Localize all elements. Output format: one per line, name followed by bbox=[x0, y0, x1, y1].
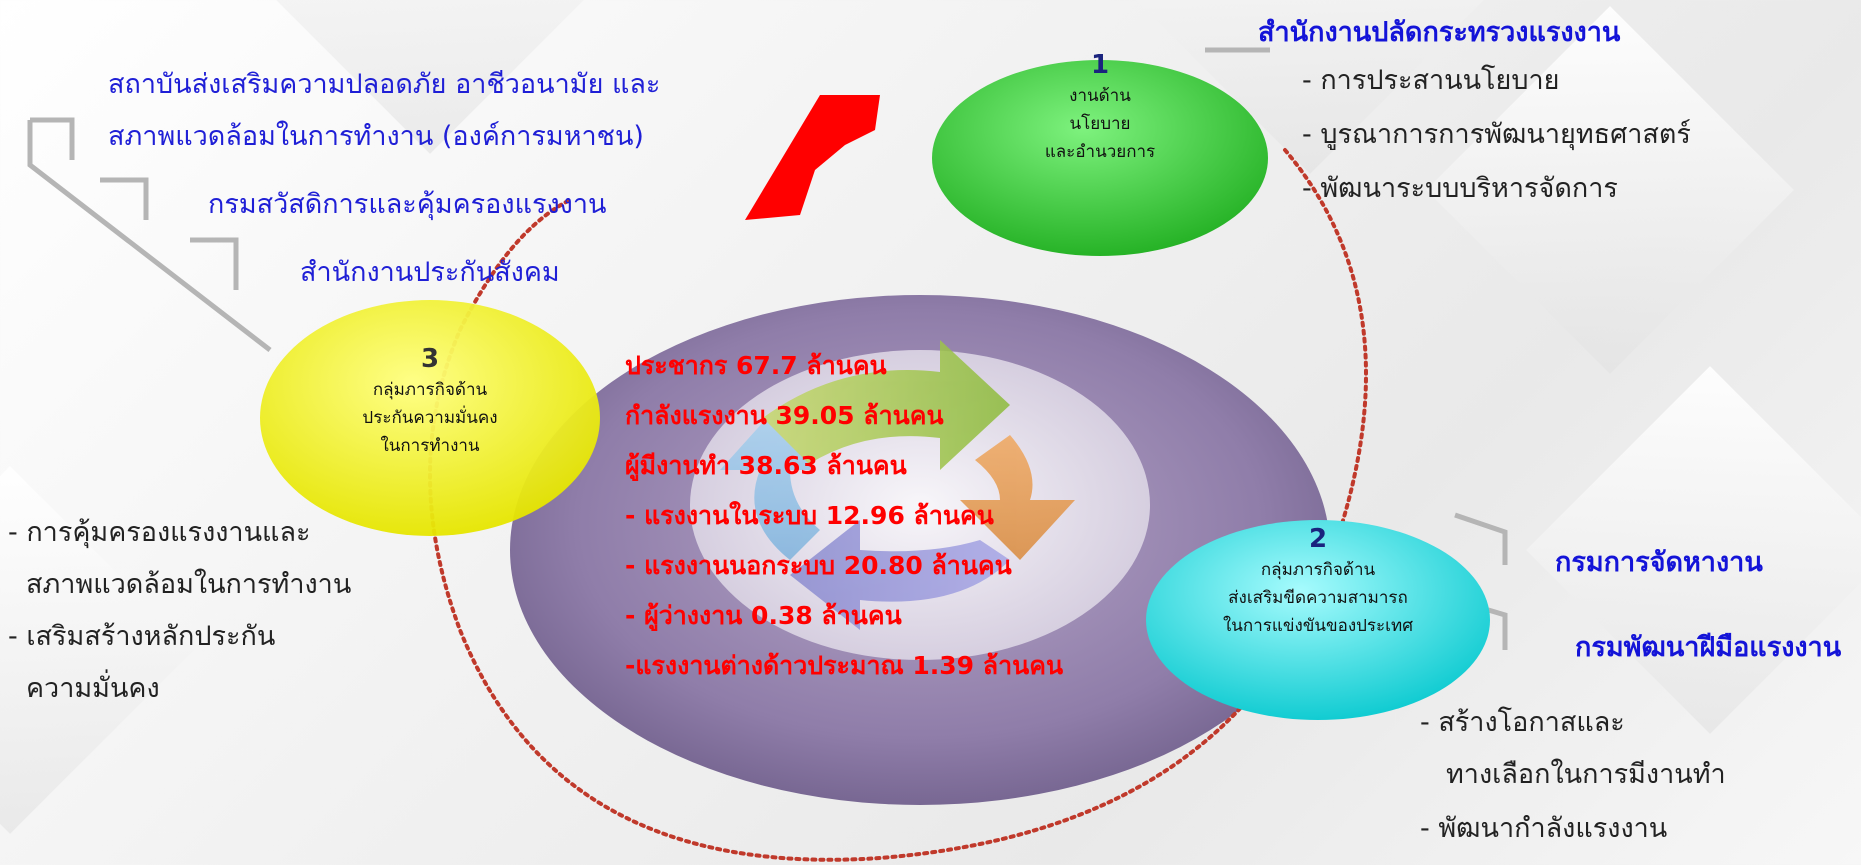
org-safety-institute-line2: สภาพแวดล้อมในการทำงาน (องค์การมหาชน) bbox=[108, 121, 644, 152]
cycle-arrow-orange bbox=[960, 435, 1075, 560]
circle-2-line: กลุ่มภารกิจด้าน bbox=[1260, 560, 1376, 580]
circle-1 bbox=[932, 60, 1268, 256]
org-safety-institute-line1: สถาบันส่งเสริมความปลอดภัย อาชีวอนามัย แล… bbox=[108, 69, 661, 100]
org-employment-department: กรมการจัดหางาน bbox=[1555, 547, 1763, 578]
circle-2-line: ในการแข่งขันของประเทศ bbox=[1222, 616, 1413, 636]
circle-2-label: 2 กลุ่มภารกิจด้าน ส่งเสริมขีดความสามารถ … bbox=[1178, 522, 1458, 640]
circle-3 bbox=[260, 300, 600, 536]
bottom-right-item: ทางเลือกในการมีงานทำ bbox=[1446, 759, 1726, 790]
circle-1-label: 1 งานด้าน นโยบาย และอำนวยการ bbox=[1000, 48, 1200, 166]
circle-3-label: 3 กลุ่มภารกิจด้าน ประกันความมั่นคง ในการ… bbox=[320, 342, 540, 460]
bottom-right-item: - พัฒนากำลังแรงงาน bbox=[1420, 813, 1668, 844]
circle-3-line: กลุ่มภารกิจด้าน bbox=[372, 380, 488, 400]
stat-labour-force: กำลังแรงงาน 39.05 ล้านคน bbox=[625, 401, 944, 430]
cycle-arrow-green bbox=[760, 340, 1010, 470]
top-right-item: - พัฒนาระบบบริหารจัดการ bbox=[1302, 173, 1618, 204]
stat-unemployed: - ผู้ว่างงาน 0.38 ล้านคน bbox=[625, 601, 902, 630]
left-item: - การคุ้มครองแรงงานและ bbox=[8, 517, 311, 548]
circle-3-number: 3 bbox=[420, 344, 440, 374]
org-social-security: สำนักงานประกันสังคม bbox=[300, 257, 560, 288]
circle-2-number: 2 bbox=[1308, 524, 1328, 554]
circle-3-line: ประกันความมั่นคง bbox=[362, 408, 498, 428]
top-right-item: - บูรณาการการพัฒนายุทธศาสตร์ bbox=[1302, 119, 1691, 150]
bottom-right-item: - สร้างโอกาสและ bbox=[1420, 707, 1625, 738]
stat-population: ประชากร 67.7 ล้านคน bbox=[625, 351, 887, 380]
stat-formal-workers: - แรงงานในระบบ 12.96 ล้านคน bbox=[625, 501, 994, 530]
stat-informal-workers: - แรงงานนอกระบบ 20.80 ล้านคน bbox=[625, 551, 1012, 580]
stat-employed: ผู้มีงานทำ 38.63 ล้านคน bbox=[625, 451, 907, 480]
circle-1-line: งานด้าน bbox=[1069, 86, 1131, 106]
cycle-arrow-blue bbox=[720, 420, 820, 560]
circle-1-number: 1 bbox=[1090, 50, 1110, 80]
red-up-arrow bbox=[745, 95, 880, 220]
circle-1-line: และอำนวยการ bbox=[1044, 142, 1156, 162]
cycle-arrow-purple bbox=[790, 520, 1010, 630]
circle-1-line: นโยบาย bbox=[1069, 114, 1131, 134]
left-item: - เสริมสร้างหลักประกัน bbox=[8, 621, 276, 652]
stat-foreign-workers: -แรงงานต่างด้าวประมาณ 1.39 ล้านคน bbox=[625, 651, 1064, 680]
circle-2 bbox=[1146, 520, 1490, 720]
org-labour-protection: กรมสวัสดิการและคุ้มครองแรงงาน bbox=[208, 189, 607, 220]
left-item: สภาพแวดล้อมในการทำงาน bbox=[26, 569, 352, 600]
left-item: ความมั่นคง bbox=[26, 673, 160, 704]
connector-lines bbox=[27, 47, 1508, 650]
circle-2-line: ส่งเสริมขีดความสามารถ bbox=[1228, 588, 1408, 608]
org-skill-development-department: กรมพัฒนาฝีมือแรงงาน bbox=[1575, 632, 1842, 663]
top-right-item: - การประสานนโยบาย bbox=[1302, 65, 1560, 96]
org-permanent-secretary-office: สำนักงานปลัดกระทรวงแรงงาน bbox=[1258, 17, 1621, 48]
cycle-arrows bbox=[720, 340, 1075, 630]
circle-3-line: ในการทำงาน bbox=[380, 436, 480, 456]
